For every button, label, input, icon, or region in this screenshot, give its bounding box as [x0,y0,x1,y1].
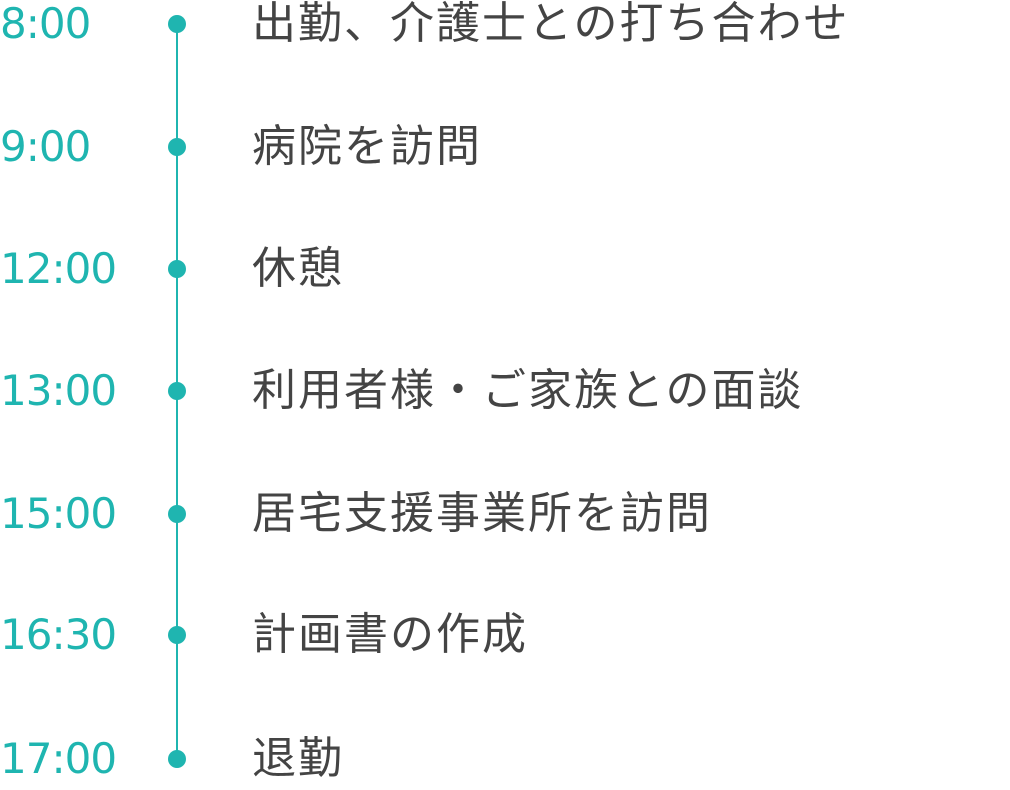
time-label: 8:00 [0,0,91,48]
time-label: 15:00 [0,489,117,538]
timeline-dot [168,626,186,644]
timeline-row: 16:30 計画書の作成 [0,605,1010,665]
timeline-dot [168,15,186,33]
time-label: 12:00 [0,244,117,293]
timeline-dot [168,382,186,400]
time-label: 16:30 [0,610,117,659]
timeline-row: 17:00 退勤 [0,729,1010,789]
time-label: 13:00 [0,366,117,415]
timeline-row: 12:00 休憩 [0,239,1010,299]
timeline-row: 15:00 居宅支援事業所を訪問 [0,484,1010,544]
event-label: 居宅支援事業所を訪問 [252,488,712,539]
time-label: 9:00 [0,122,91,171]
event-label: 計画書の作成 [252,609,528,660]
timeline-row: 8:00 出勤、介護士との打ち合わせ [0,0,1010,54]
event-label: 利用者様・ご家族との面談 [252,365,804,416]
event-label: 休憩 [252,243,344,294]
timeline-row: 13:00 利用者様・ご家族との面談 [0,361,1010,421]
event-label: 出勤、介護士との打ち合わせ [252,0,850,49]
timeline-dot [168,260,186,278]
timeline-dot [168,750,186,768]
event-label: 病院を訪問 [252,121,482,172]
timeline-dot [168,138,186,156]
time-label: 17:00 [0,734,117,783]
event-label: 退勤 [252,733,344,784]
timeline-dot [168,505,186,523]
timeline-row: 9:00 病院を訪問 [0,117,1010,177]
